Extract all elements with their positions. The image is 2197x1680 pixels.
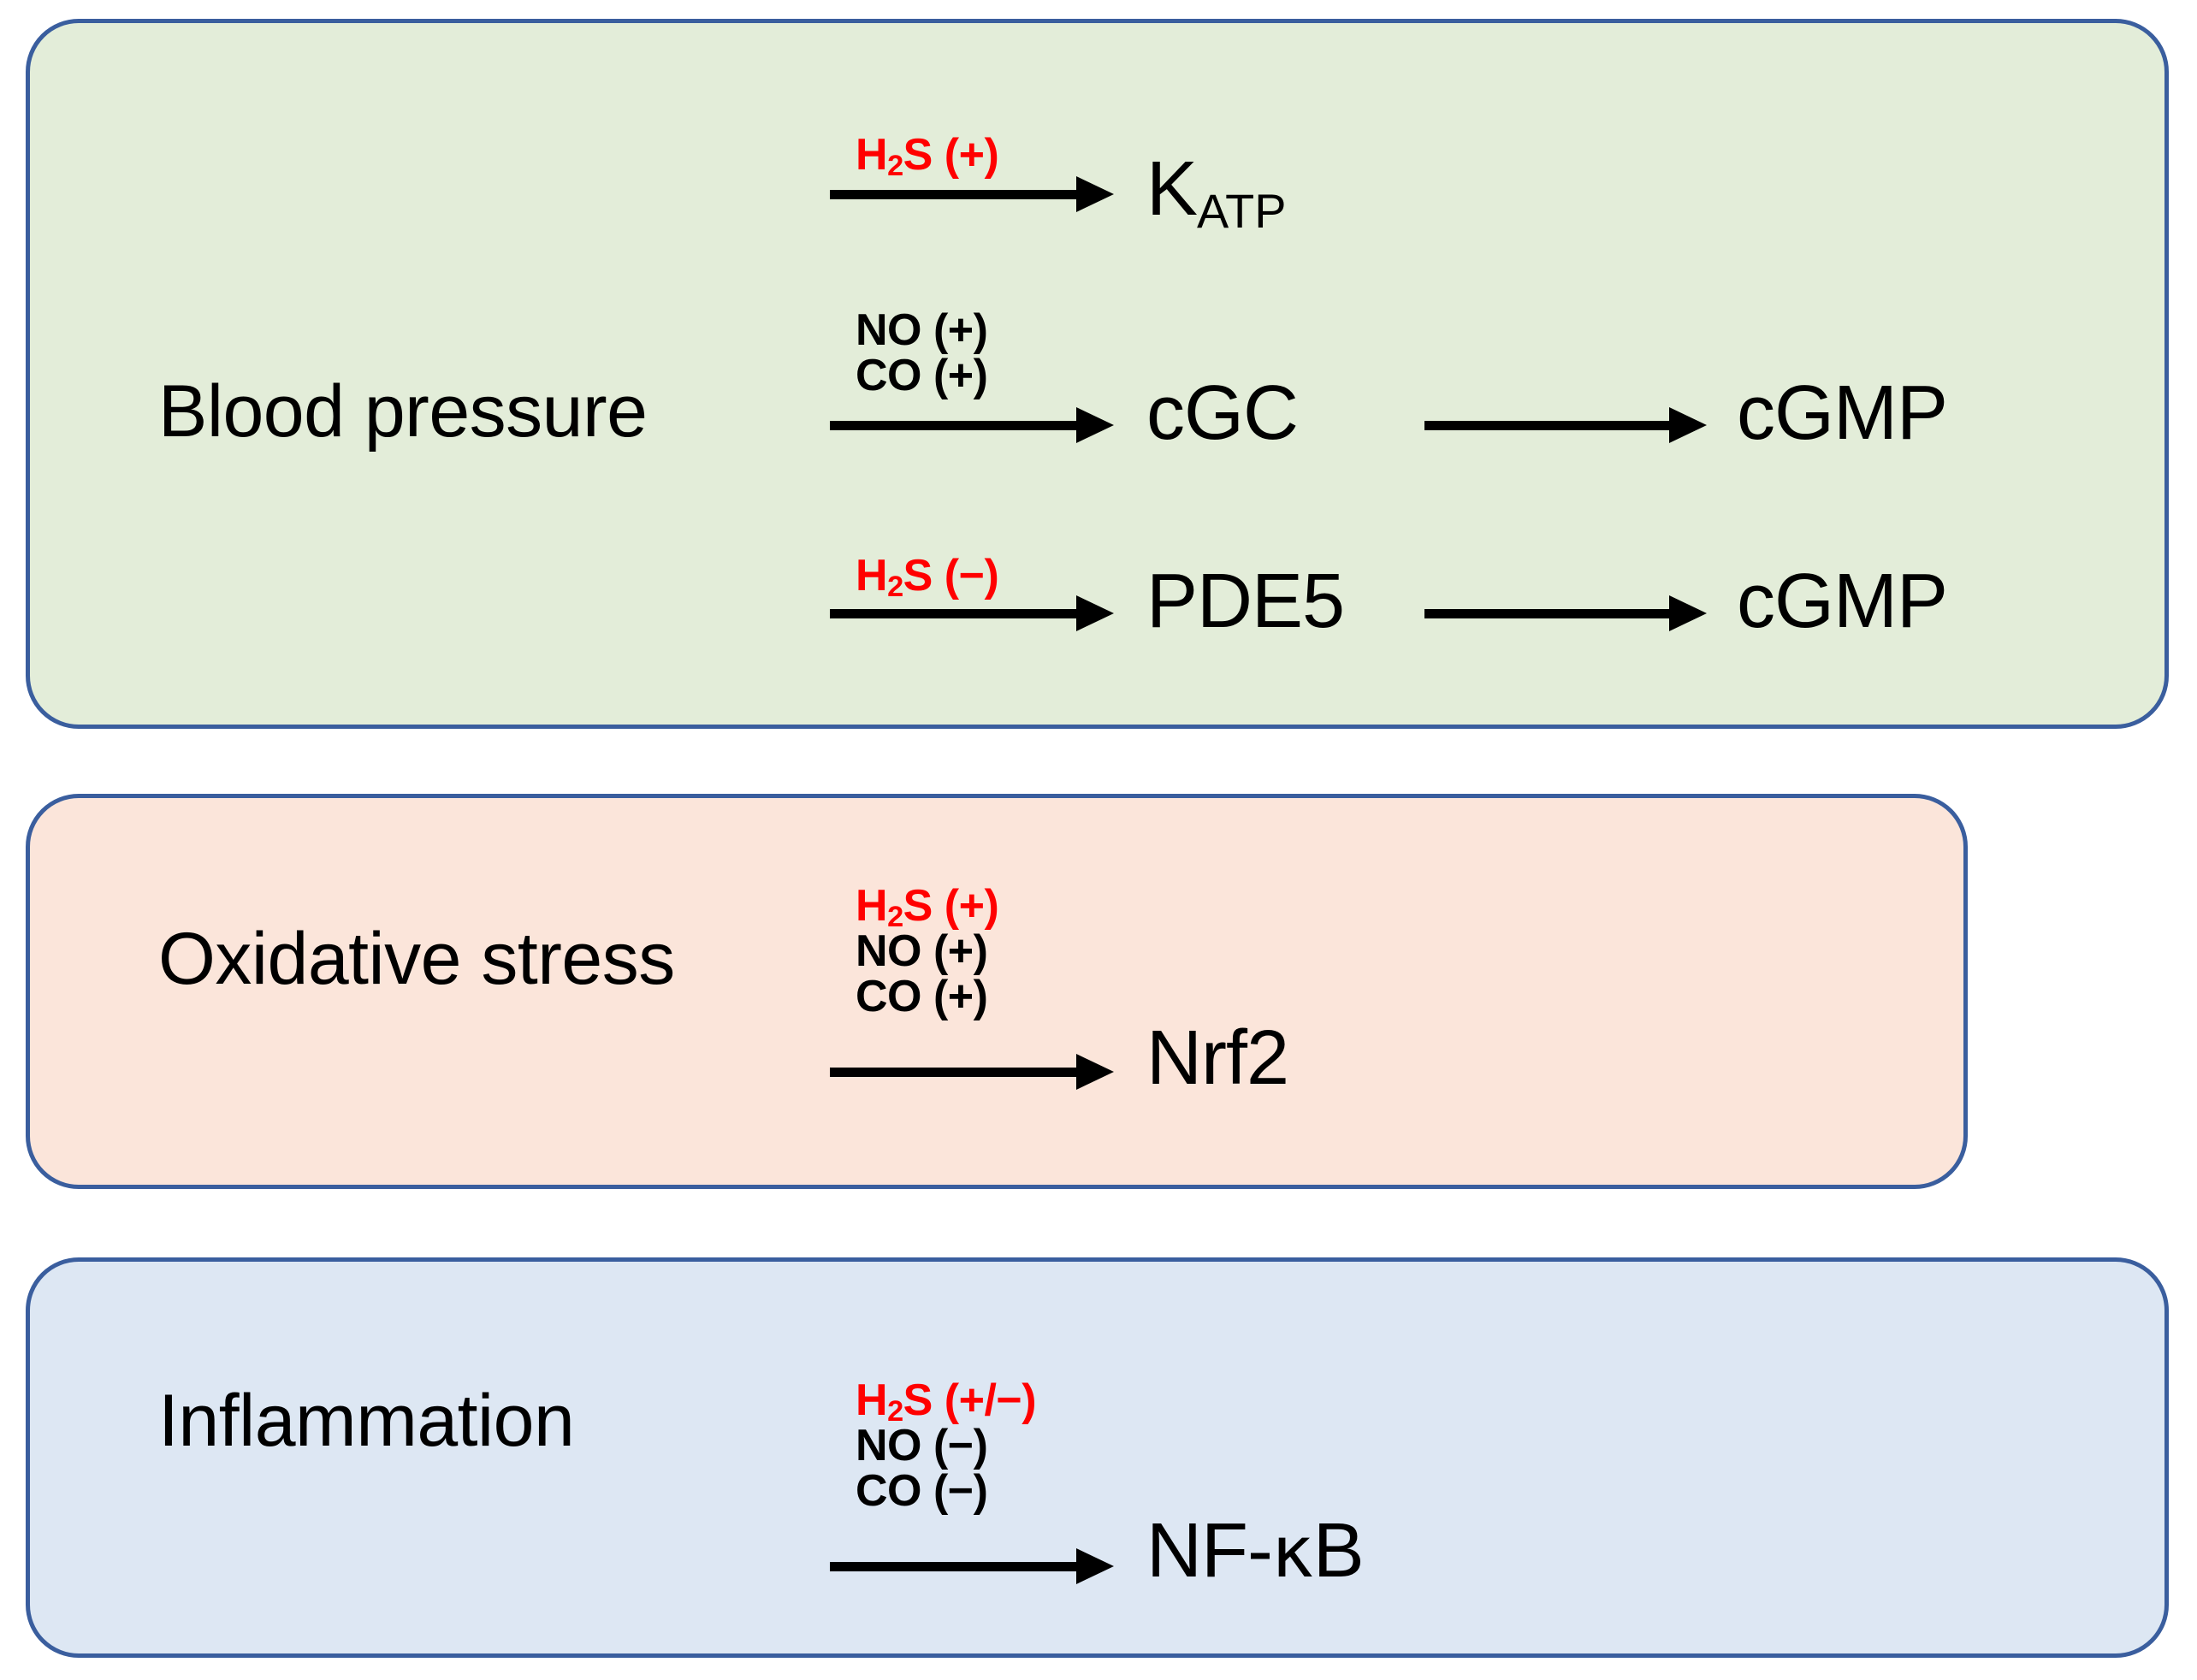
nfkb-prefix: NF- <box>1146 1508 1273 1594</box>
arrow-shaft <box>830 609 1080 618</box>
arrow-shaft <box>830 1068 1080 1077</box>
panel-inflammation <box>26 1257 2169 1658</box>
arrow-head <box>1669 407 1707 443</box>
target-cgmp-2: cGMP <box>1737 559 1948 644</box>
kappa-glyph: κ <box>1271 1511 1314 1594</box>
condition-no-minus: NO (−) <box>856 1420 988 1470</box>
conditions-nfkb: H2S (+/−) NO (−) CO (−) <box>856 1350 1037 1516</box>
target-katp: KATP <box>1146 145 1286 238</box>
h2s-subscript: 2 <box>887 149 903 182</box>
arrow-head <box>1076 407 1114 443</box>
condition-h2s-plusminus: H2S (+/−) <box>856 1375 1037 1428</box>
conditions-katp: H2S (+) <box>856 127 999 182</box>
arrow-head <box>1076 176 1114 212</box>
panel-label-blood-pressure: Blood pressure <box>158 370 648 453</box>
katp-subscript: ATP <box>1197 183 1287 238</box>
condition-no-plus: NO (+) <box>856 926 988 976</box>
condition-co-minus: CO (−) <box>856 1465 988 1516</box>
arrow-head <box>1076 1548 1114 1584</box>
katp-base: K <box>1146 146 1198 232</box>
condition-co-plus: CO (+) <box>856 971 988 1021</box>
condition-no-plus: NO (+) <box>856 305 988 355</box>
condition-h2s-plus: H2S (+) <box>856 880 999 933</box>
nfkb-suffix: B <box>1312 1508 1365 1594</box>
arrow-shaft <box>830 1562 1080 1571</box>
target-nrf2: Nrf2 <box>1146 1015 1289 1101</box>
h2s-subscript: 2 <box>887 570 903 603</box>
conditions-nrf2: H2S (+) NO (+) CO (+) <box>856 855 999 1021</box>
arrow-shaft <box>1424 421 1673 430</box>
target-nfkb: NF-κB <box>1146 1507 1365 1595</box>
panel-label-oxidative-stress: Oxidative stress <box>158 918 675 1000</box>
condition-h2s-minus: H2S (−) <box>856 550 999 603</box>
target-pde5: PDE5 <box>1146 559 1345 644</box>
arrow-head <box>1076 1054 1114 1090</box>
arrow-head <box>1669 595 1707 631</box>
target-cgc: cGC <box>1146 370 1299 456</box>
h2s-subscript: 2 <box>887 900 903 933</box>
arrow-head <box>1076 595 1114 631</box>
conditions-cgc: NO (+) CO (+) <box>856 289 988 400</box>
panel-label-inflammation: Inflammation <box>158 1380 575 1462</box>
arrow-shaft <box>1424 609 1673 618</box>
condition-co-plus: CO (+) <box>856 350 988 400</box>
panel-oxidative-stress <box>26 794 1968 1189</box>
h2s-subscript: 2 <box>887 1394 903 1428</box>
target-cgmp-1: cGMP <box>1737 370 1948 456</box>
arrow-shaft <box>830 421 1080 430</box>
arrow-shaft <box>830 190 1080 199</box>
condition-h2s-plus: H2S (+) <box>856 129 999 182</box>
conditions-pde5: H2S (−) <box>856 547 999 603</box>
